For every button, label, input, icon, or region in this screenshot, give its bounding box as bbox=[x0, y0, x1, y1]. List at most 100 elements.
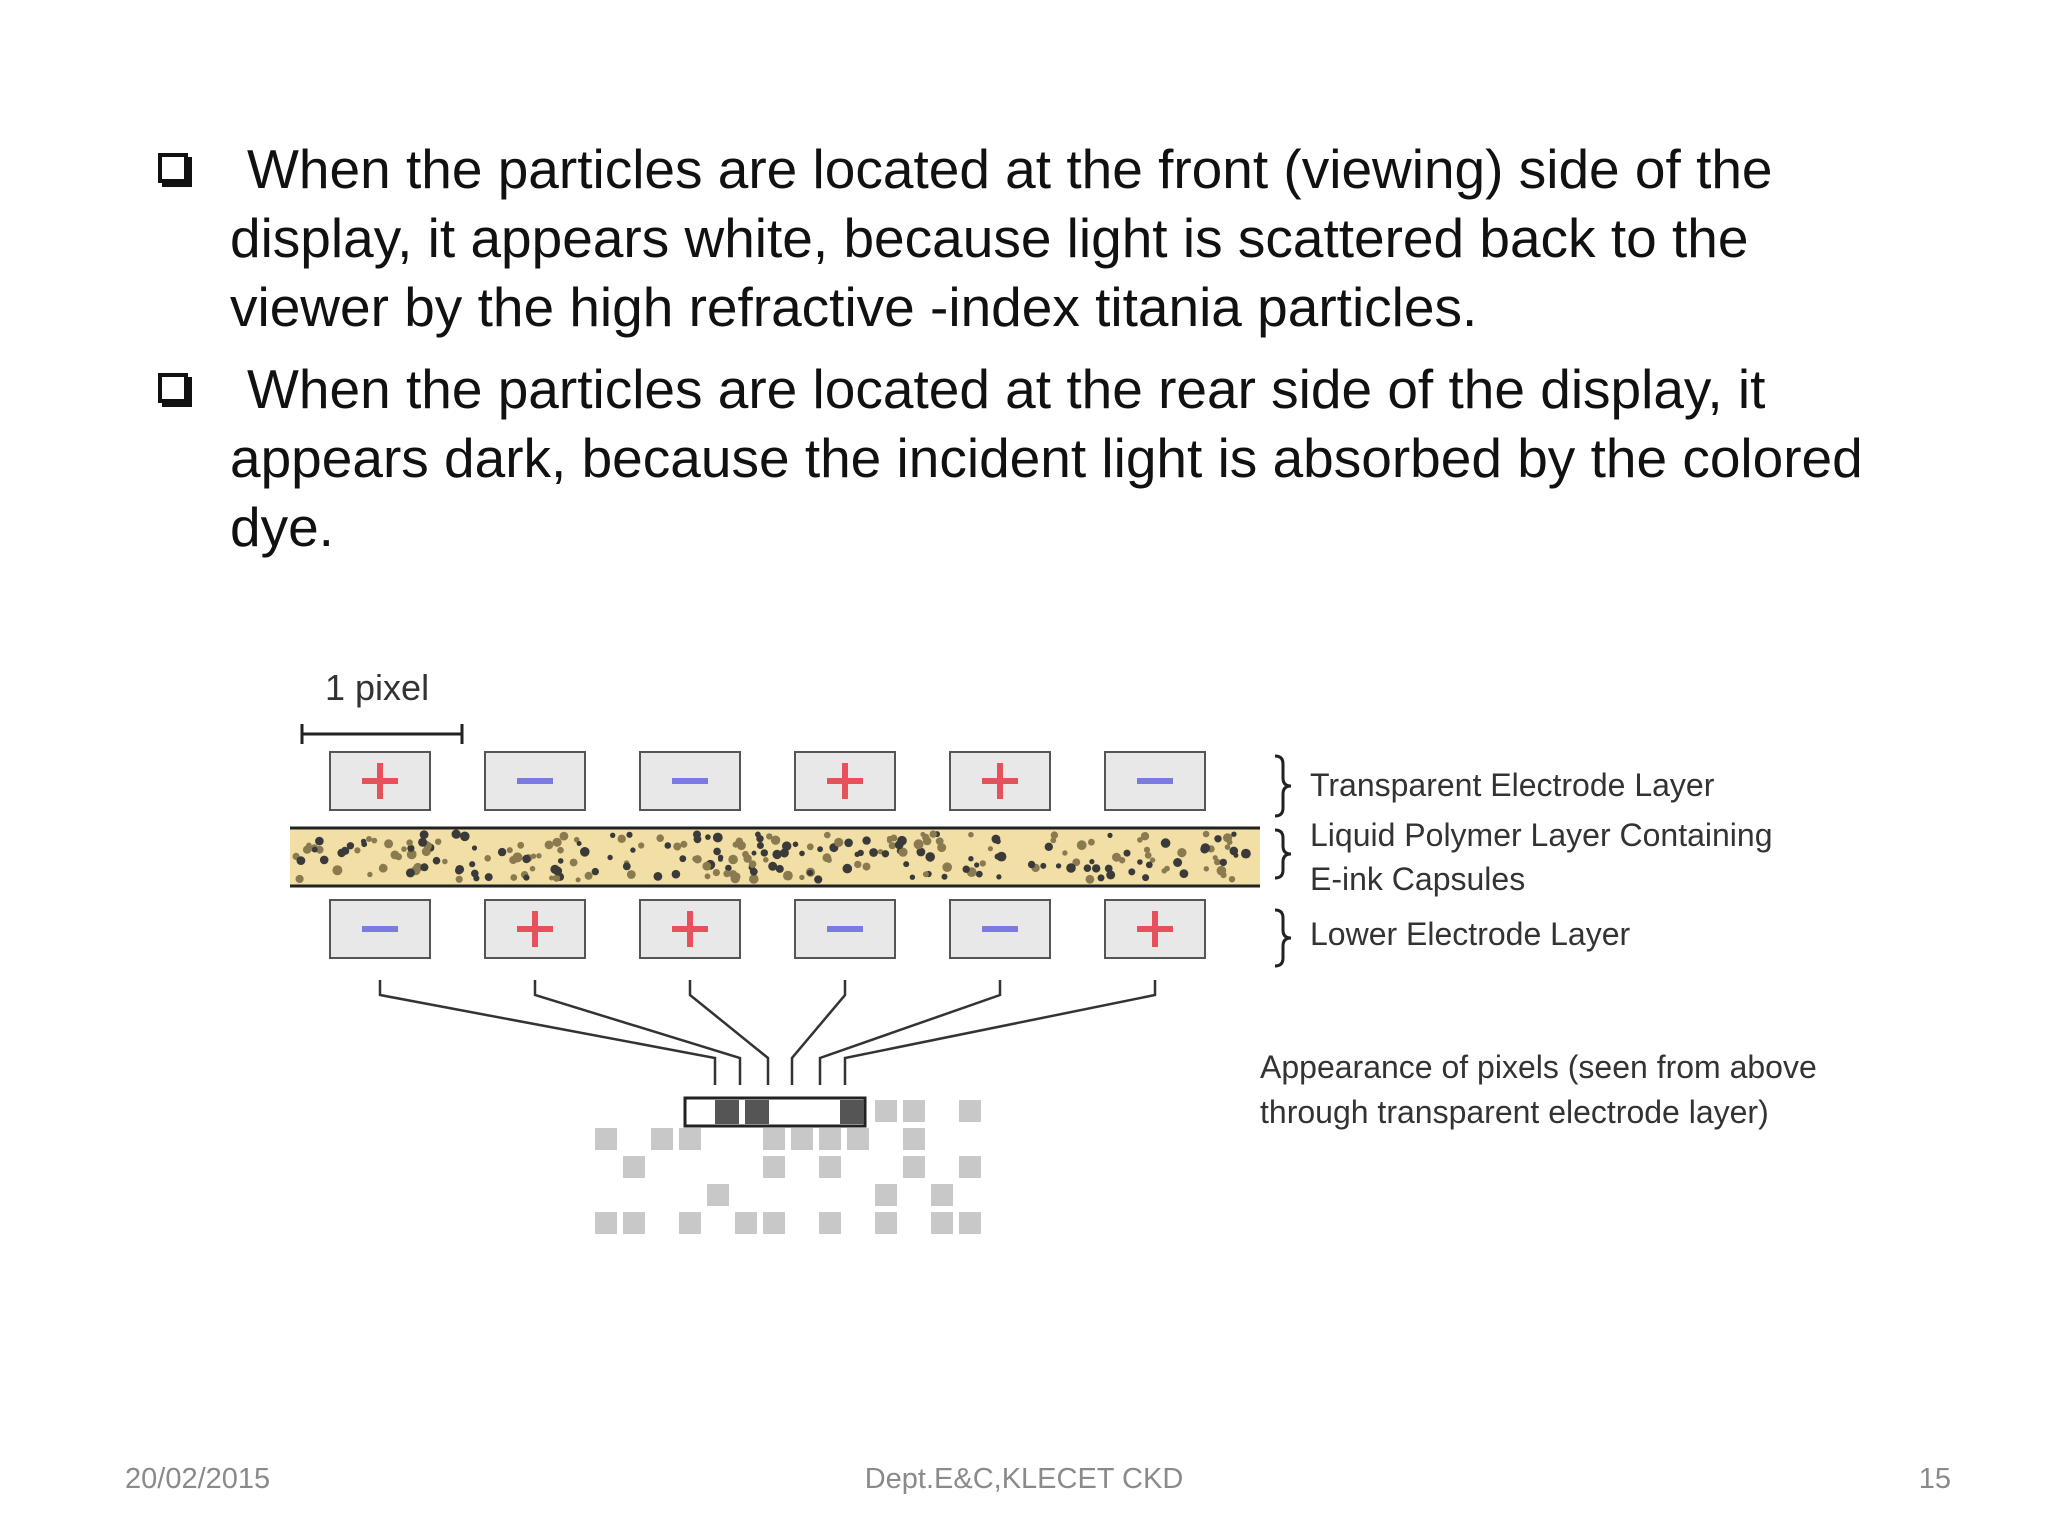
checkbox-bullet-icon bbox=[158, 373, 188, 403]
capsule-particle bbox=[549, 875, 554, 881]
capsule-particle bbox=[991, 834, 1001, 844]
capsule-particle bbox=[455, 865, 465, 874]
pixel-cell bbox=[875, 1212, 897, 1234]
capsule-particle bbox=[756, 835, 764, 843]
electrode-cell bbox=[639, 751, 741, 811]
capsule-particle bbox=[1214, 835, 1222, 843]
lead-line bbox=[688, 980, 770, 1085]
capsule-particle bbox=[315, 845, 324, 854]
plus-icon bbox=[672, 911, 708, 947]
pixel-cell bbox=[847, 1128, 869, 1150]
capsule-particle bbox=[1089, 859, 1095, 865]
capsule-particle bbox=[1072, 858, 1081, 867]
capsule-particle bbox=[432, 856, 441, 865]
capsule-particle bbox=[552, 874, 561, 882]
e-ink-capsules bbox=[292, 829, 1251, 884]
capsule-particle bbox=[941, 873, 948, 880]
capsule-particle bbox=[361, 841, 368, 848]
bullet-text: When the particles are located at the re… bbox=[230, 358, 1863, 558]
capsule-particle bbox=[484, 855, 491, 862]
capsule-particle bbox=[1083, 864, 1092, 872]
capsule-particle bbox=[844, 838, 853, 848]
capsule-particle bbox=[413, 862, 423, 873]
capsule-particle bbox=[1241, 848, 1251, 859]
capsule-particle bbox=[975, 870, 983, 878]
capsule-particle bbox=[772, 849, 782, 860]
pixel-cell bbox=[791, 1128, 813, 1150]
capsule-particle bbox=[1088, 838, 1095, 846]
capsule-particle bbox=[1040, 862, 1047, 869]
capsule-particle bbox=[890, 834, 898, 842]
brace-icon bbox=[1274, 908, 1292, 968]
capsule-particle bbox=[712, 832, 723, 843]
capsule-particle bbox=[530, 853, 537, 859]
electrode-cell bbox=[1104, 751, 1206, 811]
capsule-particle bbox=[996, 874, 1002, 880]
capsule-particle bbox=[1224, 844, 1231, 850]
capsule-particle bbox=[311, 846, 318, 853]
capsule-particle bbox=[736, 841, 746, 851]
capsule-particle bbox=[987, 846, 994, 852]
capsule-particle bbox=[974, 862, 980, 868]
capsule-particle bbox=[341, 846, 349, 854]
capsule-particle bbox=[1137, 859, 1143, 865]
capsule-particle bbox=[783, 870, 793, 881]
capsule-particle bbox=[576, 841, 582, 846]
electrode-cell bbox=[329, 751, 431, 811]
pixel-cell bbox=[931, 1184, 953, 1206]
connection-leads bbox=[378, 980, 1157, 1085]
capsule-particle bbox=[544, 840, 554, 850]
capsule-particle bbox=[673, 842, 682, 851]
lead-line bbox=[378, 980, 717, 1085]
capsule-particle bbox=[315, 836, 324, 846]
capsule-particle bbox=[517, 841, 525, 849]
checkbox-bullet-icon bbox=[158, 153, 188, 183]
capsule-particle bbox=[367, 871, 373, 878]
plus-icon bbox=[982, 763, 1018, 799]
capsule-particle bbox=[506, 847, 513, 854]
capsule-particle bbox=[536, 853, 542, 859]
capsule-particle bbox=[854, 851, 860, 857]
pixel-cell bbox=[819, 1156, 841, 1178]
capsule-particle bbox=[822, 853, 832, 863]
dark-pixel bbox=[715, 1100, 739, 1124]
capsule-particle bbox=[806, 843, 814, 851]
capsule-particle bbox=[1233, 852, 1239, 858]
capsule-particle bbox=[552, 837, 562, 847]
bullet-text: When the particles are located at the fr… bbox=[230, 138, 1773, 338]
capsule-particle bbox=[510, 874, 518, 881]
capsule-particle bbox=[1128, 868, 1136, 876]
capsule-particle bbox=[1177, 848, 1187, 858]
capsule-particle bbox=[680, 840, 688, 848]
capsule-particle bbox=[903, 861, 910, 868]
capsule-particle bbox=[775, 864, 784, 873]
capsule-particle bbox=[529, 865, 536, 872]
dark-pixel bbox=[840, 1100, 864, 1124]
capsule-particle bbox=[1112, 852, 1121, 862]
capsule-particle bbox=[591, 867, 599, 876]
capsule-particle bbox=[497, 847, 507, 857]
capsule-particle bbox=[1144, 852, 1152, 859]
capsule-particle bbox=[862, 836, 871, 845]
capsule-particle bbox=[1106, 870, 1116, 880]
pixel-cell bbox=[679, 1212, 701, 1234]
bullet-item: When the particles are located at the fr… bbox=[155, 135, 1915, 342]
footer-date: 20/02/2015 bbox=[125, 1463, 271, 1495]
capsule-particle bbox=[704, 873, 711, 880]
capsule-particle bbox=[1145, 861, 1153, 869]
plus-icon bbox=[517, 911, 553, 947]
capsule-particle bbox=[1137, 837, 1143, 843]
capsule-particle bbox=[1200, 844, 1209, 854]
capsule-particle bbox=[557, 846, 564, 854]
capsule-particle bbox=[705, 834, 711, 840]
capsule-particle bbox=[1066, 863, 1076, 873]
capsule-particle bbox=[886, 838, 893, 844]
capsule-particle bbox=[407, 844, 415, 852]
capsule-particle bbox=[378, 863, 388, 873]
plus-icon bbox=[827, 763, 863, 799]
capsule-particle bbox=[760, 849, 768, 857]
capsule-particle bbox=[1142, 874, 1150, 882]
lead-line bbox=[533, 980, 742, 1085]
capsule-particle bbox=[384, 839, 394, 849]
capsule-particle bbox=[580, 847, 590, 857]
